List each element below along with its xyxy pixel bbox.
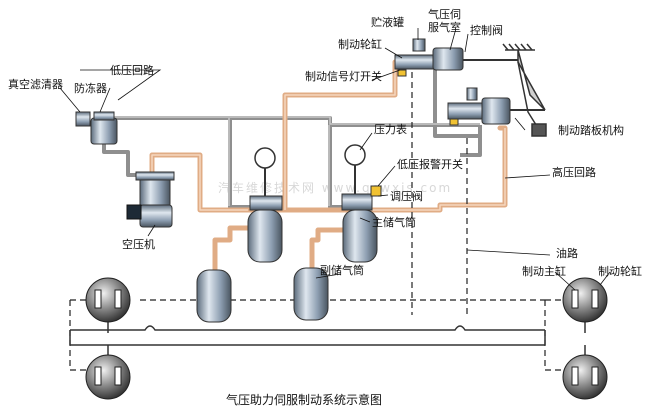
- auxiliary-tank-right: [293, 267, 329, 321]
- servo-assembly: [394, 38, 520, 77]
- main-air-tank: [341, 144, 382, 263]
- leader-lines: [59, 28, 611, 291]
- label-pressure-gauge: 压力表: [374, 122, 407, 136]
- middle-air-tank: [247, 147, 283, 263]
- label-regulator-valve: 调压阀: [390, 189, 423, 203]
- component-labels: 真空滤清器 防冻器 低压回路 贮液罐 气压伺 服气室 控制阀 制动轮缸 制动信号…: [8, 7, 642, 278]
- label-brake-pedal-mechanism: 制动踏板机构: [558, 123, 624, 137]
- watermark: 汽车维修技术网 www.qcwxjs.com: [218, 180, 452, 195]
- label-auxiliary-air-tank: 副储气筒: [320, 263, 364, 277]
- air-compressor: [126, 171, 175, 228]
- brake-pedal: [502, 43, 547, 137]
- label-main-air-tank: 主储气筒: [372, 215, 416, 229]
- wheel-rear-right: [562, 354, 608, 400]
- label-oil-line: 油路: [556, 246, 578, 260]
- wheel-rear-left: [85, 354, 131, 400]
- label-low-pressure-circuit: 低压回路: [110, 64, 154, 77]
- vacuum-filter: [75, 111, 91, 127]
- label-vacuum-filter: 真空滤清器: [8, 77, 63, 91]
- label-brake-light-switch: 制动信号灯开关: [305, 69, 382, 83]
- label-brake-wheel-cylinder-right: 制动轮缸: [598, 264, 642, 278]
- label-servo-chamber: 气压伺 服气室: [428, 7, 465, 34]
- label-fluid-reservoir: 贮液罐: [371, 15, 404, 29]
- auxiliary-tank-left: [196, 269, 232, 323]
- label-control-valve: 控制阀: [470, 23, 503, 37]
- label-master-cylinder: 制动主缸: [522, 264, 566, 278]
- antifreeze: [90, 111, 118, 145]
- diagram-title: 气压助力伺服制动系统示意图: [226, 392, 382, 407]
- label-antifreeze: 防冻器: [74, 81, 107, 95]
- axles: [69, 320, 586, 356]
- label-air-compressor: 空压机: [122, 237, 155, 251]
- label-brake-wheel-cylinder-top: 制动轮缸: [338, 37, 382, 51]
- pedal-valve-assembly: [447, 87, 545, 126]
- label-low-pressure-alarm-switch: 低压报警开关: [397, 157, 463, 171]
- wheel-front-left: [85, 277, 131, 323]
- label-high-pressure-circuit: 高压回路: [552, 165, 596, 179]
